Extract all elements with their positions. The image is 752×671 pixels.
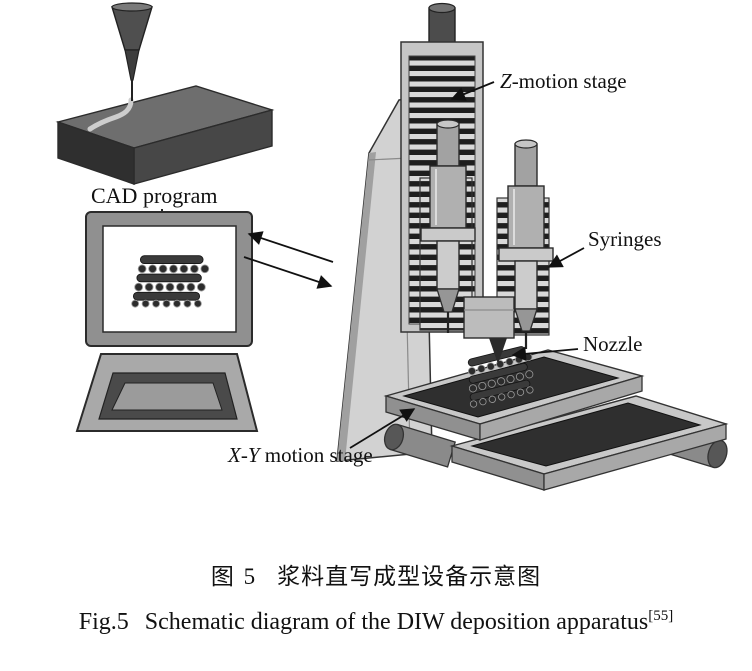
lattice-model-on-screen xyxy=(131,255,210,308)
computer-monitor xyxy=(85,211,253,347)
caption-citation-ref: [55] xyxy=(648,608,674,624)
deposition-nozzle xyxy=(111,2,153,101)
xy-motion-stage-label: X-Y motion stage xyxy=(227,443,373,467)
nozzle-arrow xyxy=(511,346,579,361)
syringes-label: Syringes xyxy=(588,227,662,251)
substrate xyxy=(55,85,275,185)
diw-schematic-figure: CAD program xyxy=(55,2,729,491)
data-transfer-arrows xyxy=(243,231,334,289)
nozzle-holder xyxy=(463,296,515,364)
cad-program-label: CAD program xyxy=(91,183,217,208)
transfer-arrow-to-computer xyxy=(247,231,334,263)
caption-chinese: 图 5 浆料直写成型设备示意图 xyxy=(0,557,752,591)
syringe-right xyxy=(498,139,554,349)
deposited-filament xyxy=(87,97,134,132)
caption-zh-number: 图 5 xyxy=(210,564,258,589)
computer-keyboard xyxy=(75,353,259,432)
syringe-left xyxy=(420,119,476,333)
caption-english: Fig.5 Schematic diagram of the DIW deposi… xyxy=(0,608,752,636)
z-motion-stage-arrow xyxy=(450,81,495,101)
syringes-arrow xyxy=(547,247,585,268)
caption-en-number: Fig.5 xyxy=(78,609,129,635)
caption-zh-text: 浆料直写成型设备示意图 xyxy=(277,564,542,589)
callout-labels: Z-motion stage Syringes Nozzle X-Y motio… xyxy=(227,69,662,467)
lower-platform xyxy=(449,395,729,491)
deposition-inset xyxy=(55,2,275,185)
z-motion-stage-label: Z-motion stage xyxy=(500,69,627,93)
xy-motion-stage-arrow xyxy=(349,408,416,449)
x-axis-cylinder xyxy=(383,423,456,468)
xy-motion-stage xyxy=(383,344,729,491)
nozzle-label: Nozzle xyxy=(583,332,642,356)
z-motor-cylinder xyxy=(428,7,456,45)
nozzle-tip xyxy=(489,338,507,364)
transfer-arrow-to-machine xyxy=(243,256,333,289)
figure-captions: 图 5 浆料直写成型设备示意图 Fig.5 Schematic diagram of… xyxy=(0,557,752,636)
caption-en-text: Schematic diagram of the DIW deposition … xyxy=(144,609,649,635)
